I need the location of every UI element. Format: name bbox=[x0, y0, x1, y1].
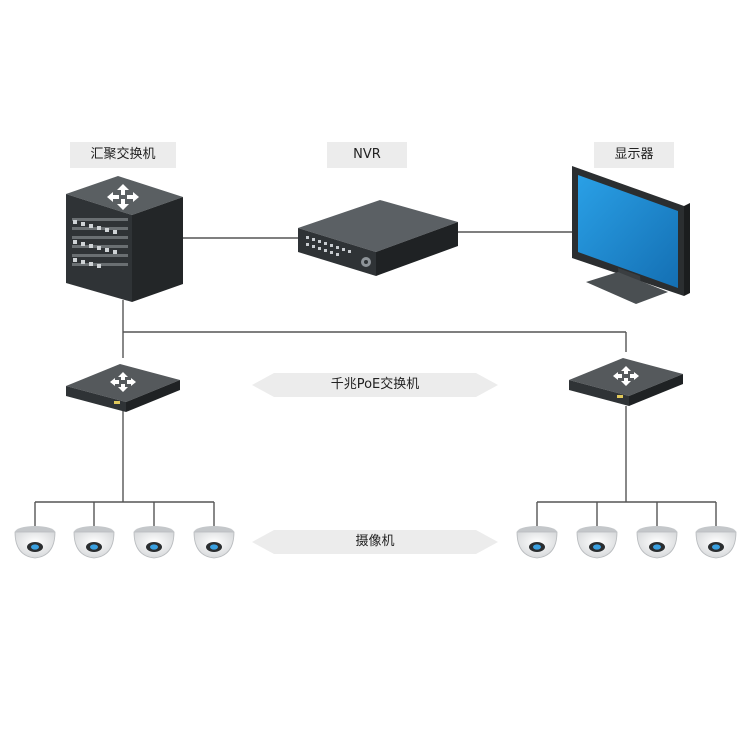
monitor-label: 显示器 bbox=[594, 142, 674, 168]
poe-switch-label: 千兆PoE交换机 bbox=[330, 377, 420, 392]
dome-camera-icon bbox=[14, 526, 56, 559]
dome-camera-icon bbox=[133, 526, 175, 559]
dome-camera-icon bbox=[576, 526, 618, 559]
poe-switch-icon-left bbox=[66, 364, 180, 412]
double-arrow-icon bbox=[252, 373, 498, 397]
dome-camera-icon bbox=[73, 526, 115, 559]
cameras-arrow-label: 摄像机 bbox=[252, 530, 498, 554]
poe-switch-arrow-label: 千兆PoE交换机 bbox=[252, 373, 498, 397]
aggregation-switch-label: 汇聚交换机 bbox=[70, 142, 176, 168]
dome-camera-icon bbox=[636, 526, 678, 559]
nvr-recorder-icon bbox=[298, 200, 458, 276]
core-switch-icon bbox=[66, 176, 183, 302]
dome-camera-icon bbox=[193, 526, 235, 559]
double-arrow-icon bbox=[252, 530, 498, 554]
monitor-icon bbox=[572, 166, 690, 304]
camera-group bbox=[14, 526, 737, 559]
poe-switch-icon-right bbox=[569, 358, 683, 406]
dome-camera-icon bbox=[695, 526, 737, 559]
cameras-label: 摄像机 bbox=[355, 534, 395, 549]
nvr-label: NVR bbox=[327, 142, 407, 168]
connection-lines bbox=[34, 231, 717, 530]
dome-camera-icon bbox=[516, 526, 558, 559]
